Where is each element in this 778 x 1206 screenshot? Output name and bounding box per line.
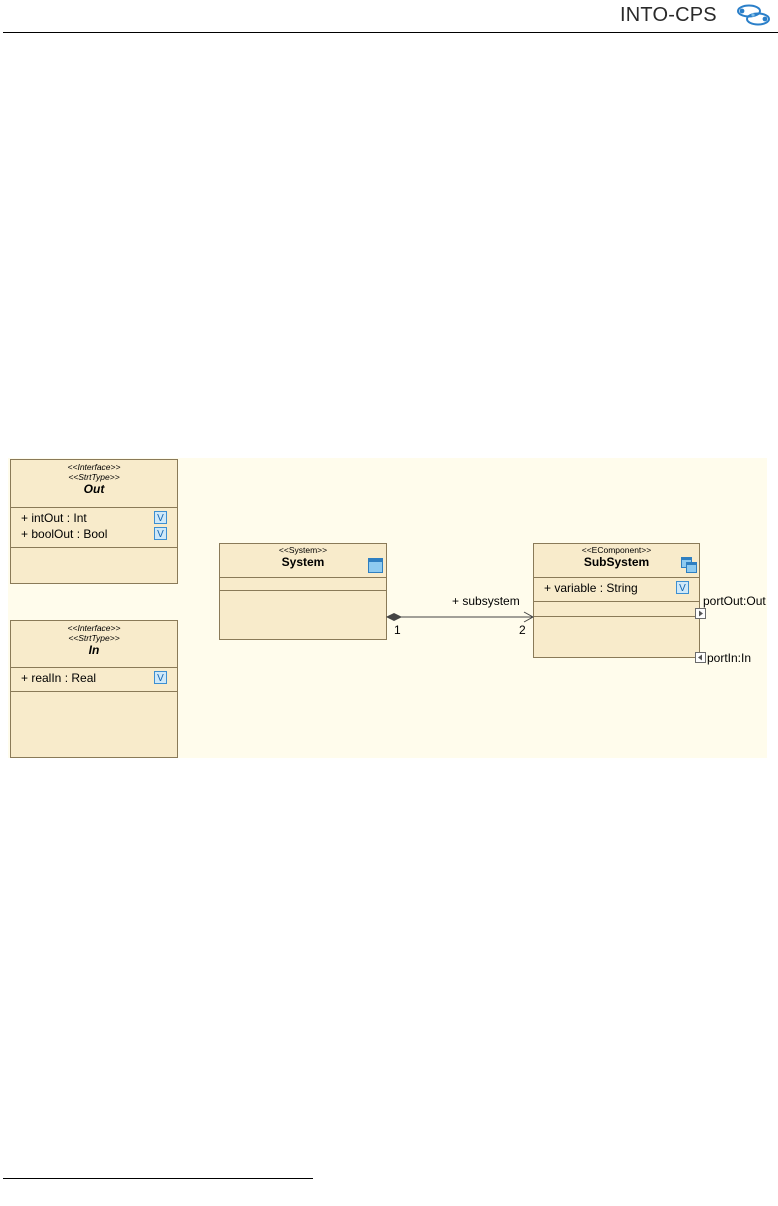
block-header: <<System>> System <box>220 544 386 578</box>
attribute-row[interactable]: + realIn : Real V <box>11 670 177 686</box>
port-out-label: portOut:Out <box>703 594 766 608</box>
composition-association[interactable] <box>386 607 546 627</box>
stereotype-label: <<StrtType>> <box>68 633 120 643</box>
attribute-text: + boolOut : Bool <box>21 527 108 541</box>
attribute-compartment: + intOut : Int V + boolOut : Bool V <box>11 508 177 548</box>
stereotype-label: <<Interface>> <box>67 462 121 472</box>
port-in-label: portIn:In <box>707 651 752 665</box>
block-name: Out <box>83 482 105 496</box>
port-in-arrow-icon <box>698 654 702 661</box>
composition-diamond-icon <box>386 612 403 622</box>
block-name: SubSystem <box>583 555 650 569</box>
attribute-text: + variable : String <box>544 581 638 595</box>
source-multiplicity-label: 1 <box>394 623 401 637</box>
stereotype-label: <<Interface>> <box>67 623 121 633</box>
attribute-text: + realIn : Real <box>21 671 97 685</box>
attribute-row[interactable]: + intOut : Int V <box>11 510 177 526</box>
attribute-row[interactable]: + variable : String V <box>534 580 699 596</box>
interface-out-block[interactable]: <<Interface>> <<StrtType>> Out + intOut … <box>10 459 178 584</box>
block-name: System <box>281 555 325 569</box>
port-out[interactable] <box>695 608 706 619</box>
port-in[interactable] <box>695 652 706 663</box>
target-multiplicity-label: 2 <box>519 623 526 637</box>
attribute-compartment: + realIn : Real V <box>11 668 177 692</box>
stereotype-label: <<StrtType>> <box>68 472 120 482</box>
block-header: <<Interface>> <<StrtType>> Out <box>11 460 177 508</box>
system-block-icon <box>368 558 383 573</box>
stereotype-label: <<EComponent>> <box>581 545 652 555</box>
subsystem-block[interactable]: <<EComponent>> SubSystem + variable : St… <box>533 543 700 658</box>
block-header: <<Interface>> <<StrtType>> In <box>11 621 177 668</box>
port-out-arrow-icon <box>699 610 703 617</box>
attribute-compartment: + variable : String V <box>534 578 699 602</box>
footnote-rule <box>3 1178 313 1179</box>
empty-compartment <box>534 602 699 617</box>
system-block[interactable]: <<System>> System <box>219 543 387 640</box>
block-header: <<EComponent>> SubSystem <box>534 544 699 578</box>
component-block-icon <box>681 557 697 573</box>
association-role-label: + subsystem <box>452 594 520 608</box>
value-property-icon: V <box>154 527 167 540</box>
value-property-icon: V <box>154 671 167 684</box>
empty-compartment <box>220 578 386 591</box>
attribute-text: + intOut : Int <box>21 511 87 525</box>
header-title: INTO-CPS <box>620 4 717 26</box>
stereotype-label: <<System>> <box>278 545 328 555</box>
header-rule <box>3 32 778 33</box>
attribute-row[interactable]: + boolOut : Bool V <box>11 526 177 542</box>
block-name: In <box>88 643 100 657</box>
navigation-arrow-icon <box>523 611 535 623</box>
into-cps-logo-icon <box>737 4 770 26</box>
value-property-icon: V <box>154 511 167 524</box>
interface-in-block[interactable]: <<Interface>> <<StrtType>> In + realIn :… <box>10 620 178 758</box>
value-property-icon: V <box>676 581 689 594</box>
